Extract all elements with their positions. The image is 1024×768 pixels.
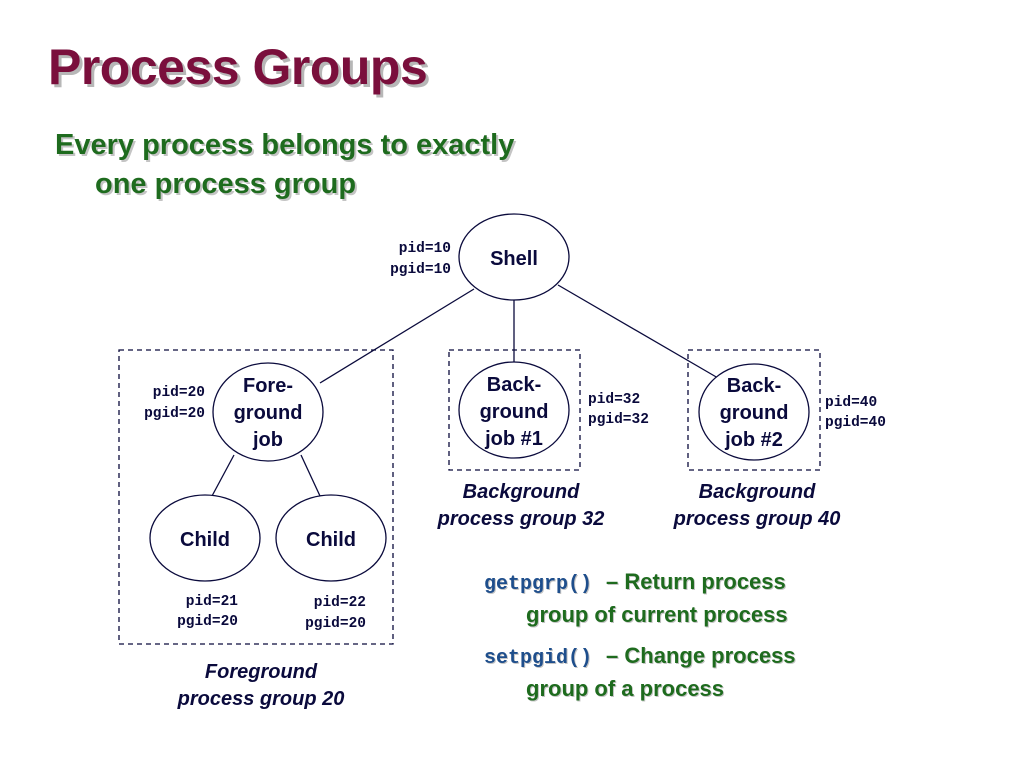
setpgid-line-2: group of a process: [526, 676, 725, 701]
background-job-1-node: [458, 361, 570, 459]
main-bullet: Every process belongs to exactly one pro…: [55, 126, 514, 204]
getpgrp-code: getpgrp(): [484, 573, 593, 596]
foreground-job-label-1: Fore-: [243, 375, 293, 397]
setpgid-code: setpgid(): [484, 647, 593, 670]
child-2-label: Child: [306, 529, 356, 551]
bullet-line-2: one process group: [95, 168, 357, 200]
shell-pid: pid=10: [399, 241, 451, 257]
getpgrp-description: getpgrp() – Return process group of curre…: [484, 567, 788, 630]
child-node-1: [149, 494, 261, 582]
background-job-1-label-3: job #1: [484, 428, 543, 450]
slide-title: Process Groups: [48, 39, 428, 95]
foreground-job-pgid: pgid=20: [144, 406, 205, 422]
background-32-caption-1: Background: [463, 481, 580, 503]
setpgid-description: setpgid() – Change process group of a pro…: [484, 641, 796, 704]
background-group-40-box: [687, 349, 821, 471]
child-1-pgid: pgid=20: [177, 614, 238, 630]
background-job-2-pgid: pgid=40: [825, 415, 886, 431]
edge-foreground-child-1: [211, 454, 235, 497]
shell-node: [458, 213, 570, 301]
edge-foreground-child-2: [300, 454, 321, 497]
background-job-1-pgid: pgid=32: [588, 412, 649, 428]
background-40-caption-2: process group 40: [673, 508, 841, 530]
foreground-job-node: [212, 362, 324, 462]
setpgid-line-1: – Change process: [606, 643, 796, 668]
edge-shell-foreground: [319, 288, 475, 384]
foreground-job-label-2: ground: [234, 402, 303, 424]
bullet-line-1: Every process belongs to exactly: [55, 129, 515, 161]
foreground-group-caption-2: process group 20: [177, 688, 345, 710]
child-node-2: [275, 494, 387, 582]
edge-shell-background-2: [557, 284, 719, 379]
child-1-pid: pid=21: [186, 594, 239, 610]
background-job-1-label-1: Back-: [487, 374, 541, 396]
background-32-caption-2: process group 32: [437, 508, 605, 530]
getpgrp-line-1: – Return process: [606, 569, 786, 594]
background-job-2-label-3: job #2: [724, 429, 783, 451]
foreground-job-pid: pid=20: [153, 385, 205, 401]
getpgrp-line-2: group of current process: [526, 602, 788, 627]
background-job-2-label-2: ground: [720, 402, 789, 424]
background-job-1-label-2: ground: [480, 401, 549, 423]
child-2-pid: pid=22: [314, 595, 366, 611]
child-2-pgid: pgid=20: [305, 616, 366, 632]
background-job-2-label-1: Back-: [727, 375, 781, 397]
foreground-group-box: [118, 349, 394, 645]
shell-label: Shell: [490, 248, 538, 270]
foreground-job-label-3: job: [252, 429, 283, 451]
shell-pgid: pgid=10: [390, 262, 451, 278]
background-job-2-node: [698, 363, 810, 461]
background-job-1-pid: pid=32: [588, 392, 640, 408]
background-40-caption-1: Background: [699, 481, 816, 503]
foreground-group-caption-1: Foreground: [205, 661, 318, 683]
background-job-2-pid: pid=40: [825, 395, 877, 411]
child-1-label: Child: [180, 529, 230, 551]
